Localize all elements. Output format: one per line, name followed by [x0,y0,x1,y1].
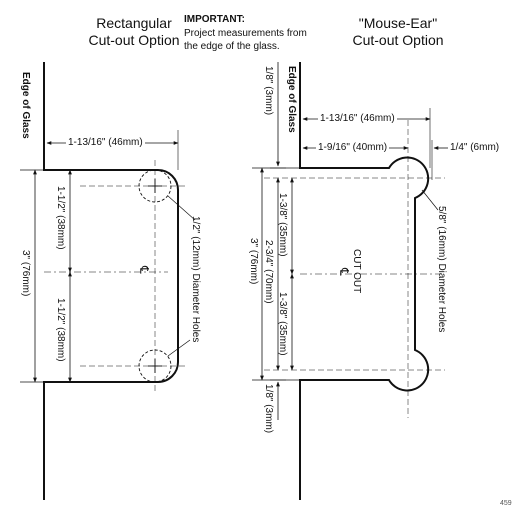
right-cutout-label: CUT OUT [351,249,362,294]
left-hole-top [138,169,172,203]
right-dim-top: 1/8" (3mm) [263,66,274,116]
right-dim-total: 3" (76mm) [248,238,259,285]
left-edge-label: Edge of Glass [20,72,31,139]
right-centerline: ℄ [337,268,351,276]
left-dim-total: 3" (76mm) [20,250,31,297]
right-hole-note: 5/8" (16mm) Diameter Holes [436,206,447,333]
right-dim-ear: 1/4" (6mm) [450,142,500,153]
important-heading: IMPORTANT: [184,14,245,25]
right-dim-upper: 1-3/8" (35mm) [277,193,288,257]
left-glass-outline [43,62,179,500]
right-dim-lower: 1-3/8" (35mm) [277,292,288,356]
right-dim-width: 1-13/16" (46mm) [318,113,397,124]
right-edge-label: Edge of Glass [286,66,297,133]
right-title-line1: "Mouse-Ear" [358,15,438,31]
important-line1: Project measurements from [184,28,307,39]
left-hole-bottom [138,349,172,383]
right-dim-center: 1-9/16" (40mm) [316,142,390,153]
left-hole-note: 1/2" (12mm) Diameter Holes [190,216,201,343]
right-dim-bottom: 1/8" (3mm) [263,384,274,434]
left-title-line1: Rectangular [96,15,172,31]
right-glass-outline [299,62,430,500]
left-centerline: ℄ [137,266,151,274]
right-title-line2: Cut-out Option [352,32,444,48]
left-dim-lower: 1-1/2" (38mm) [55,298,66,362]
important-line2: the edge of the glass. [184,41,280,52]
left-dim-upper: 1-1/2" (38mm) [55,186,66,250]
page-number: 459 [500,500,512,507]
left-dim-width: 1-13/16" (46mm) [66,137,145,148]
left-title-line2: Cut-out Option [88,32,180,48]
right-dim-mid: 2-3/4" (70mm) [263,240,274,304]
